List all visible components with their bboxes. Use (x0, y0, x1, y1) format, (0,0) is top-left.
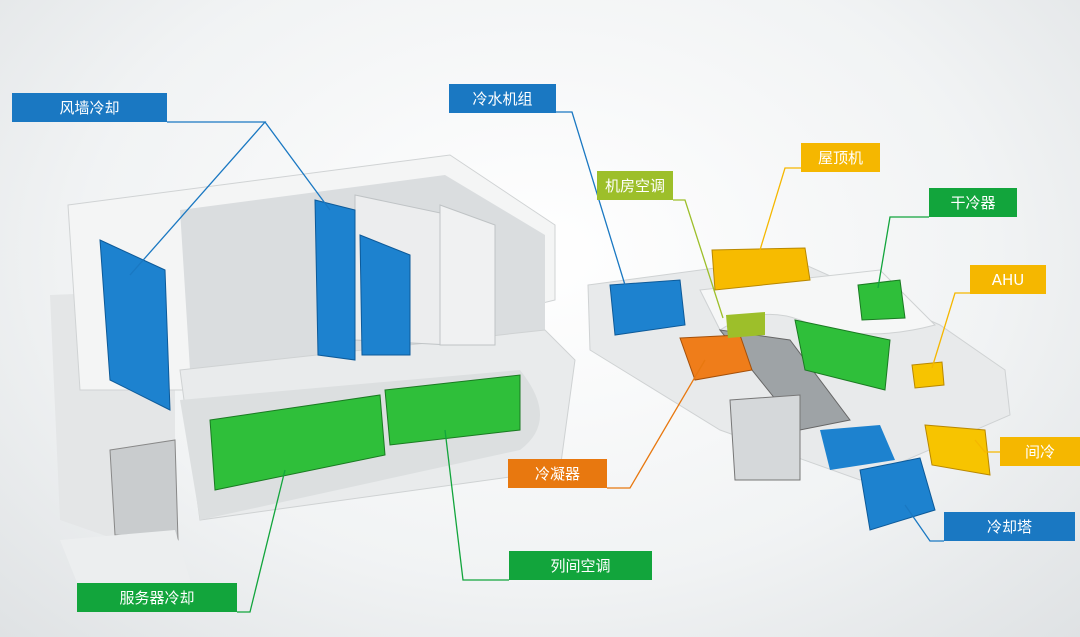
right-building (587, 247, 1011, 531)
label-chiller: 冷水机组 (449, 84, 556, 113)
label-inrow-ac: 列间空调 (509, 551, 652, 580)
left-building (50, 154, 576, 590)
label-wall-cooling: 风墙冷却 (12, 93, 167, 122)
label-crac: 机房空调 (597, 171, 673, 200)
label-rooftop: 屋顶机 (801, 143, 880, 172)
label-dry-cooler: 干冷器 (929, 188, 1017, 217)
label-indirect-cooling: 间冷 (1000, 437, 1080, 466)
label-server-cooling: 服务器冷却 (77, 583, 237, 612)
leader-lines (129, 111, 1000, 613)
label-ahu: AHU (970, 265, 1046, 294)
label-condenser: 冷凝器 (508, 459, 607, 488)
label-cooling-tower: 冷却塔 (944, 512, 1075, 541)
